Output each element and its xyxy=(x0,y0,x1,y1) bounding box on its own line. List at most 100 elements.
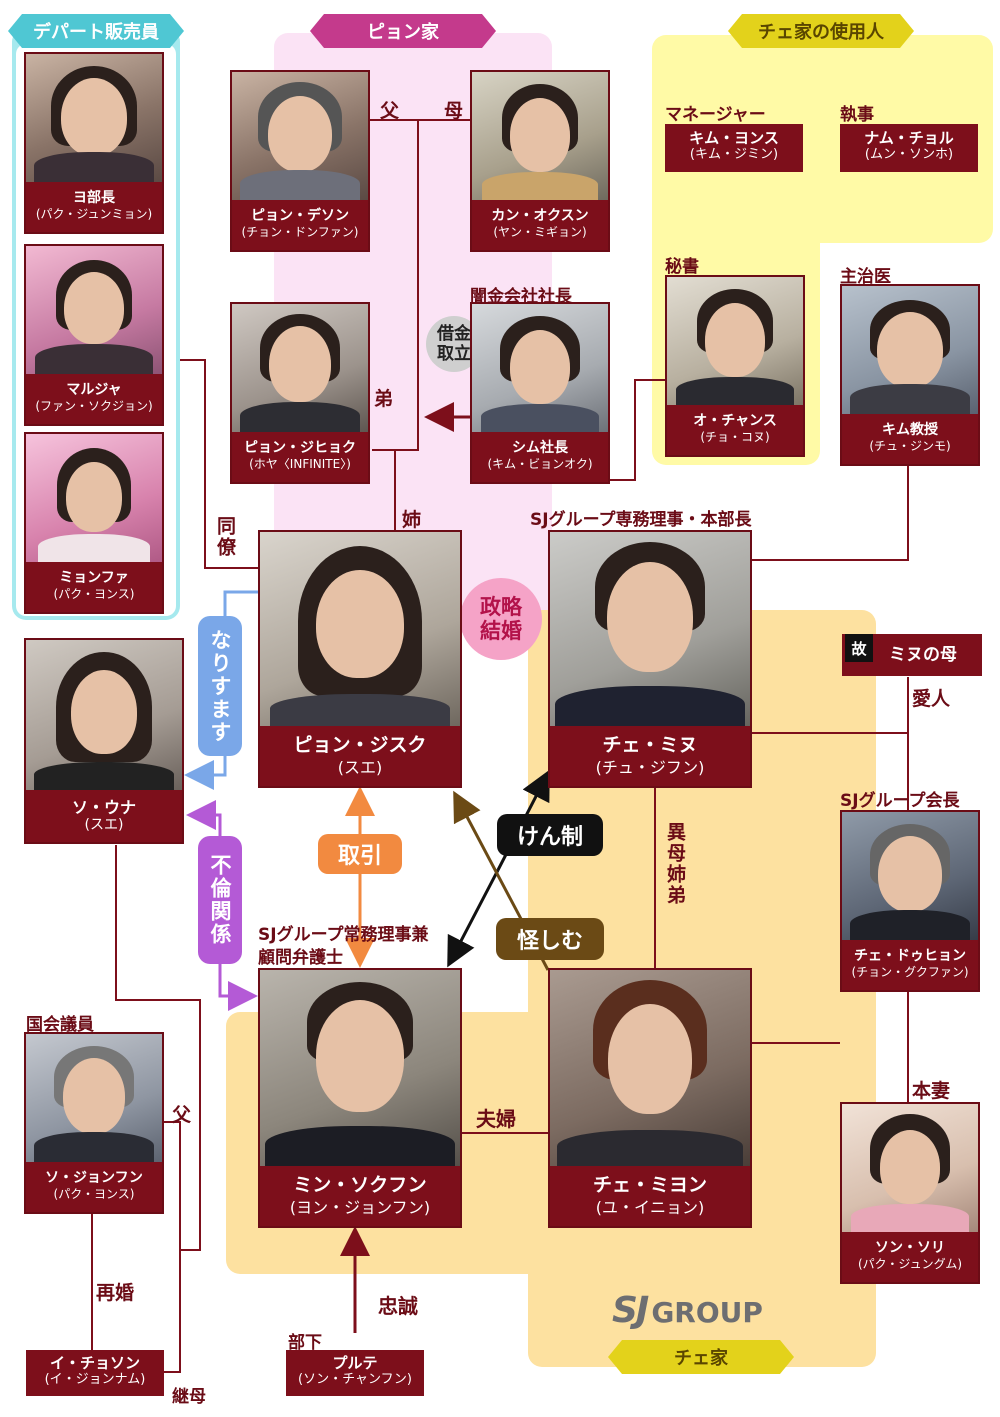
manager-title: マネージャー xyxy=(665,105,766,125)
stepmother-label: 継母 xyxy=(172,1387,206,1407)
minu-photo xyxy=(550,532,750,726)
character-card-jisuku: ピョン・ジスク(スエ) xyxy=(258,530,462,788)
character-card-choson: イ・チョソン (イ・ジョンナム) xyxy=(26,1350,164,1396)
sokhun-actor: (ヨン・ジョンフン) xyxy=(289,1197,431,1217)
sj-logo-word: GROUP xyxy=(651,1296,763,1329)
father2-label: 父 xyxy=(172,1104,192,1126)
jihyok-actor: (ホヤ〈INFINITE〉) xyxy=(249,457,351,471)
chansu-photo xyxy=(667,277,803,405)
shim-photo xyxy=(472,304,608,432)
jonghun-actor: (パク・ヨンス) xyxy=(53,1187,135,1201)
sj-counsel-title-2: 顧問弁護士 xyxy=(258,948,343,968)
restrain-badge: けん制 xyxy=(497,814,603,856)
butler-title: 執事 xyxy=(840,105,874,125)
pyon-family-banner: ピョン家 xyxy=(310,14,496,48)
character-card-prof-kim: キム教授(チュ・ジンモ) xyxy=(840,284,980,466)
deson-actor: (チョン・ドンファン) xyxy=(241,225,359,239)
older-sister-label: 姉 xyxy=(402,509,422,531)
una-actor: (スエ) xyxy=(84,816,124,833)
character-card-jihyok: ピョン・ジヒョク(ホヤ〈INFINITE〉) xyxy=(230,302,370,484)
character-card-deson: ピョン・デソン(チョン・ドンファン) xyxy=(230,70,370,252)
jisuku-actor: (スエ) xyxy=(337,757,383,777)
character-card-nam: ナム・チョル (ムン・ソンホ) xyxy=(840,124,978,172)
sj-group-logo: SJ GROUP xyxy=(612,1290,763,1334)
nam-name: ナム・チョル xyxy=(864,129,954,147)
doohyon-name: チェ・ドゥヒョン xyxy=(854,948,966,964)
character-card-malja: マルジャ(ファン・ソクジョン) xyxy=(24,244,164,426)
doohyon-actor: (チョン・グクファン) xyxy=(851,965,969,979)
deal-badge: 取引 xyxy=(318,834,402,874)
myonghwa-name: ミョンファ xyxy=(59,570,129,586)
shim-actor: (キム・ビョンオク) xyxy=(487,457,593,471)
character-card-shim: シム社長(キム・ビョンオク) xyxy=(470,302,610,484)
miyon-actor: (ユ・イニョン) xyxy=(595,1197,705,1217)
suspect-badge: 怪しむ xyxy=(496,918,604,960)
choson-name: イ・チョソン xyxy=(49,1354,140,1372)
sori-actor: (パク・ジュングム) xyxy=(857,1257,963,1271)
miyon-name: チェ・ミヨン xyxy=(592,1173,707,1196)
character-card-yo: ヨ部長(パク・ジュンミョン) xyxy=(24,52,164,234)
couple-label: 夫婦 xyxy=(476,1107,516,1131)
miyon-photo xyxy=(550,970,750,1166)
subordinate-title: 部下 xyxy=(288,1333,322,1353)
myonghwa-actor: (パク・ヨンス) xyxy=(53,587,135,601)
character-card-una: ソ・ウナ(スエ) xyxy=(24,638,184,844)
remarriage-label: 再婚 xyxy=(96,1282,135,1304)
prute-name: プルテ xyxy=(332,1354,378,1372)
choi-staff-banner: チェ家の使用人 xyxy=(728,14,914,48)
character-card-okusun: カン・オクスン(ヤン・ミギョン) xyxy=(470,70,610,252)
sokhun-name: ミン・ソクフン xyxy=(293,1173,427,1196)
prof-kim-name: キム教授 xyxy=(882,422,938,438)
character-card-doohyon: チェ・ドゥヒョン(チョン・グクファン) xyxy=(840,810,980,992)
minu-mother-name: ミヌの母 xyxy=(889,645,957,665)
okusun-photo xyxy=(472,72,608,200)
colleague-label: 同僚 xyxy=(214,516,236,558)
minu-name: チェ・ミヌ xyxy=(602,733,698,756)
character-card-jonghun: ソ・ジョンフン(パク・ヨンス) xyxy=(24,1032,164,1214)
assembly-title: 国会議員 xyxy=(26,1015,94,1035)
sj-chairman-title: SJグループ会長 xyxy=(840,791,960,811)
yo-photo xyxy=(26,54,162,182)
character-card-minu: チェ・ミヌ(チュ・ジフン) xyxy=(548,530,752,788)
character-card-chansu: オ・チャンス(チョ・コヌ) xyxy=(665,275,805,457)
sj-director-title: SJグループ専務理事・本部長 xyxy=(530,510,752,530)
character-card-yongsu: キム・ヨンス (キム・ジミン) xyxy=(665,124,803,172)
loyalty-label: 忠誠 xyxy=(378,1294,418,1318)
wife-label: 本妻 xyxy=(912,1080,951,1102)
jihyok-photo xyxy=(232,304,368,432)
malja-name: マルジャ xyxy=(66,382,122,398)
loan-badge-text: 借金取立 xyxy=(437,324,471,364)
doctor-title: 主治医 xyxy=(840,267,891,287)
choi-family-banner: チェ家 xyxy=(608,1340,794,1374)
prof-kim-actor: (チュ・ジンモ) xyxy=(869,439,951,453)
prute-actor: (ソン・チャンフン) xyxy=(298,1372,412,1387)
political-marriage-text: 政略結婚 xyxy=(480,595,522,643)
una-photo xyxy=(26,640,182,790)
sokhun-photo xyxy=(260,970,460,1166)
jihyok-name: ピョン・ジヒョク xyxy=(244,440,356,456)
sj-counsel-title-1: SJグループ常務理事兼 xyxy=(258,925,429,945)
malja-actor: (ファン・ソクジョン) xyxy=(35,399,153,413)
sori-name: ソン・ソリ xyxy=(875,1240,945,1256)
mother-label: 母 xyxy=(444,100,464,122)
doohyon-photo xyxy=(842,812,978,940)
deson-name: ピョン・デソン xyxy=(251,208,349,224)
deson-photo xyxy=(232,72,368,200)
character-card-prute: プルテ (ソン・チャンフン) xyxy=(286,1350,424,1396)
nam-actor: (ムン・ソンホ) xyxy=(864,147,954,162)
yongsu-actor: (キム・ジミン) xyxy=(689,147,779,162)
shim-name: シム社長 xyxy=(512,440,568,456)
younger-brother-label: 弟 xyxy=(374,388,394,410)
character-card-sori: ソン・ソリ(パク・ジュングム) xyxy=(840,1102,980,1284)
political-marriage-badge: 政略結婚 xyxy=(460,578,542,660)
chansu-name: オ・チャンス xyxy=(693,413,777,429)
choson-actor: (イ・ジョンナム) xyxy=(44,1372,146,1387)
prof-kim-photo xyxy=(842,286,978,414)
affair-badge: 不倫関係 xyxy=(198,836,242,964)
character-card-sokhun: ミン・ソクフン(ヨン・ジョンフン) xyxy=(258,968,462,1228)
malja-photo xyxy=(26,246,162,374)
secretary-title: 秘書 xyxy=(665,257,699,277)
character-card-miyon: チェ・ミヨン(ユ・イニョン) xyxy=(548,968,752,1228)
yo-actor: (パク・ジュンミョン) xyxy=(35,207,153,221)
father-label: 父 xyxy=(380,100,400,122)
